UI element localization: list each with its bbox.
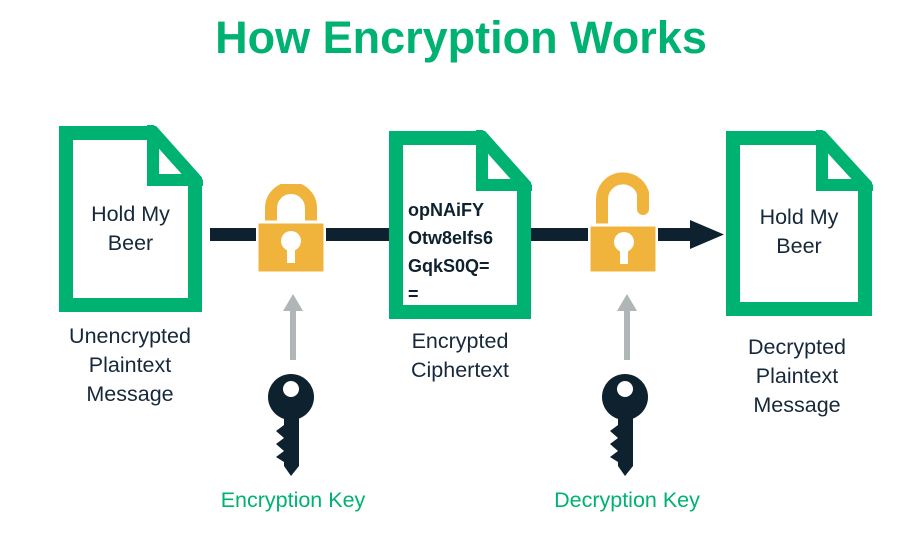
page-title: How Encryption Works (215, 12, 707, 63)
document-icon (726, 130, 873, 316)
up-arrow-icon (283, 294, 303, 360)
locked-padlock-icon (256, 184, 326, 275)
decrypted-document-label: Decrypted Plaintext Message (748, 335, 846, 417)
plaintext-document-text: Hold My Beer (91, 202, 170, 255)
unlocked-padlock-icon (588, 172, 658, 275)
encryption-key-label: Encryption Key (220, 488, 366, 512)
document-icon (59, 125, 203, 312)
ciphertext-document-text: opNAiFY Otw8eIfs6 GqkS0Q= = (408, 200, 494, 304)
up-arrow-icon (617, 294, 637, 360)
key-icon (268, 374, 314, 476)
ciphertext-document-label: Encrypted Ciphertext (411, 329, 509, 382)
decrypted-document-text: Hold My Beer (759, 205, 839, 258)
key-icon (602, 374, 648, 476)
plaintext-document-label: Unencrypted Plaintext Message (69, 324, 191, 406)
decryption-key-label: Decryption Key (554, 488, 700, 512)
document-icon (389, 130, 532, 319)
